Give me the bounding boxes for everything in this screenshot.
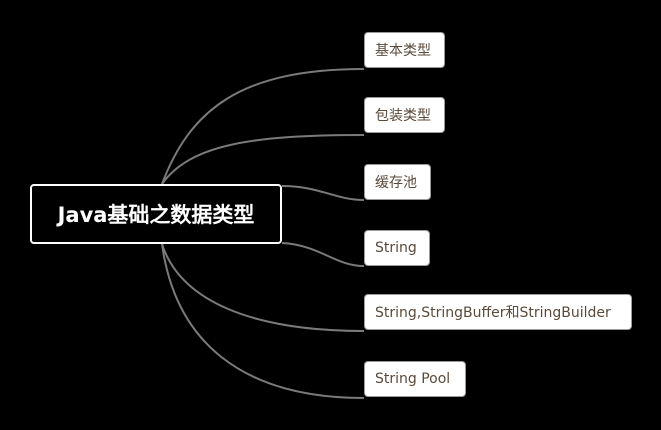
subtopic-label: String,StringBuffer和StringBuilder: [375, 305, 611, 321]
subtopic-cache-pool[interactable]: 缓存池: [364, 164, 431, 200]
connector-to-child-2: [161, 134, 365, 185]
subtopic-string-buffer-builder[interactable]: String,StringBuffer和StringBuilder: [364, 294, 632, 330]
root-topic-label: Java基础之数据类型: [57, 203, 255, 227]
connector-to-child-4: [281, 242, 365, 267]
subtopic-label: String Pool: [375, 371, 451, 387]
connector-to-child-1: [161, 68, 365, 185]
subtopic-label: String: [375, 240, 417, 256]
subtopic-string-pool[interactable]: String Pool: [364, 361, 466, 397]
connector-to-child-3: [281, 185, 365, 201]
subtopic-label: 缓存池: [375, 175, 417, 191]
subtopic-label: 包装类型: [375, 108, 431, 124]
subtopic-wrapper-types[interactable]: 包装类型: [364, 97, 445, 133]
subtopic-string[interactable]: String: [364, 230, 430, 266]
connector-to-child-6: [161, 243, 365, 399]
subtopic-primitive-types[interactable]: 基本类型: [364, 32, 445, 68]
subtopic-label: 基本类型: [375, 43, 431, 59]
connector-to-child-5: [161, 243, 365, 332]
root-topic[interactable]: Java基础之数据类型: [30, 184, 282, 244]
